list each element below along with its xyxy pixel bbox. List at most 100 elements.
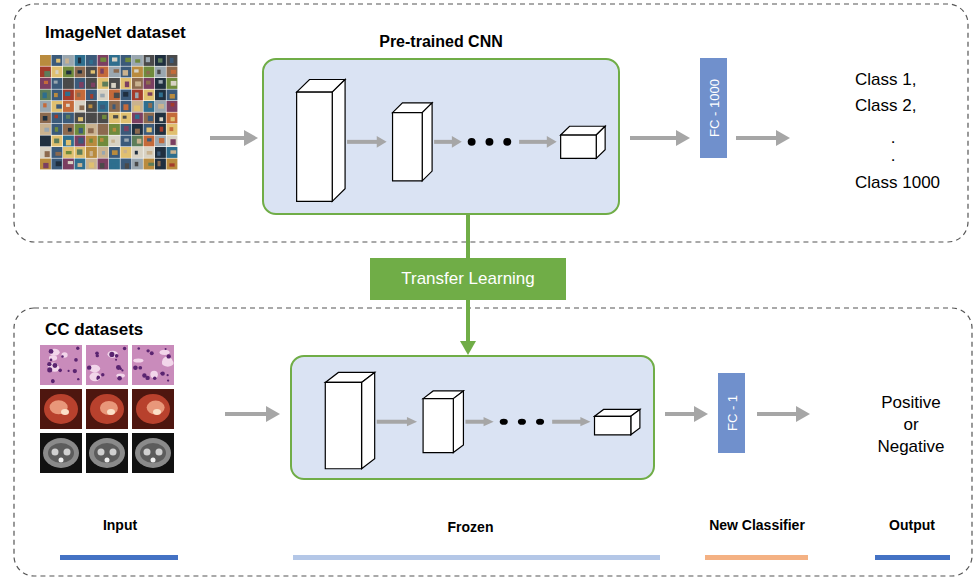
flow-arrow (210, 130, 258, 146)
mosaic-detail (159, 117, 163, 121)
nucleus-dot (50, 359, 53, 362)
mosaic-tile (144, 101, 155, 112)
ct-body (135, 438, 171, 468)
mosaic-detail (68, 161, 73, 164)
mosaic-detail (157, 70, 160, 74)
mosaic-tile (132, 55, 143, 66)
mosaic-tile (75, 124, 86, 135)
mosaic-detail (89, 60, 93, 64)
mosaic-tile (121, 78, 132, 89)
mosaic-detail (90, 94, 93, 99)
mosaic-detail (78, 117, 83, 121)
nucleus-dot (115, 354, 119, 358)
mosaic-tile (132, 159, 143, 170)
mosaic-detail (55, 152, 61, 156)
mosaic-detail (79, 105, 84, 110)
mosaic-tile (98, 55, 109, 66)
endoscopy-detail (153, 409, 161, 415)
mosaic-tile (155, 136, 166, 147)
mosaic-tile (52, 101, 63, 112)
stage-label: Frozen (290, 519, 651, 535)
mosaic-detail (159, 138, 164, 143)
mosaic-tile (167, 55, 178, 66)
mosaic-tile (86, 136, 97, 147)
mosaic-tile (109, 136, 120, 147)
mosaic-detail (125, 58, 131, 62)
arrow-head (676, 130, 690, 146)
mosaic-tile (167, 67, 178, 78)
arrow-head (460, 341, 476, 355)
mosaic-detail (137, 139, 142, 144)
mosaic-detail (113, 128, 116, 132)
nucleus-dot (121, 369, 123, 371)
mosaic-tile (75, 90, 86, 101)
mosaic-detail (44, 81, 48, 84)
endoscopy-detail (100, 401, 118, 415)
mosaic-tile (40, 124, 51, 135)
layer-cube (423, 399, 453, 453)
nucleus-dot (67, 370, 69, 372)
mosaic-tile (63, 113, 74, 124)
mosaic-tile (144, 124, 155, 135)
ct-detail (59, 458, 64, 463)
class-label: Class 2, (855, 96, 916, 116)
mosaic-detail (146, 57, 150, 62)
mosaic-detail (90, 151, 93, 156)
flow-arrow (757, 406, 810, 422)
ellipsis-dot (485, 138, 493, 146)
endoscopy-image (132, 389, 174, 429)
mosaic-tile (40, 159, 51, 170)
mosaic-detail (135, 92, 138, 98)
mosaic-detail (55, 127, 58, 132)
cnn-layers (264, 60, 618, 213)
mosaic-tile (167, 101, 178, 112)
mosaic-tile (109, 78, 120, 89)
mosaic-tile (132, 124, 143, 135)
nucleus-dot (51, 380, 55, 384)
nucleus-dot (49, 349, 54, 354)
mosaic-detail (160, 127, 164, 132)
nucleus-dot (47, 362, 51, 366)
arrow-head (796, 406, 810, 422)
mosaic-detail (54, 139, 59, 144)
output-label: Positive or Negative (874, 392, 948, 458)
mosaic-detail (170, 94, 175, 99)
mosaic-tile (40, 113, 51, 124)
mosaic-detail (66, 104, 70, 107)
mosaic-detail (88, 104, 92, 108)
mosaic-detail (171, 103, 175, 106)
nucleus-dot (167, 354, 171, 358)
mosaic-detail (148, 103, 152, 108)
nucleus-dot (95, 351, 99, 355)
layer-label: FC - 1000 (706, 79, 721, 137)
mosaic-tile (132, 101, 143, 112)
stage-label: Input (103, 517, 137, 533)
endoscopy-image (86, 389, 128, 429)
ct-detail (140, 443, 166, 463)
mosaic-tile (109, 101, 120, 112)
nucleus-dot (52, 363, 57, 368)
mosaic-tile (86, 55, 97, 66)
mosaic-tile (40, 90, 51, 101)
layer-cube (453, 391, 463, 453)
mosaic-detail (66, 151, 72, 154)
mosaic-detail (44, 128, 49, 132)
endoscopy-detail (107, 409, 115, 415)
mosaic-tile (52, 159, 63, 170)
inner-arrow (552, 420, 581, 424)
mosaic-tile (86, 147, 97, 158)
mosaic-tile (109, 147, 120, 158)
ellipsis-dot: . (891, 146, 896, 166)
tissue-detail (62, 352, 68, 357)
nucleus-dot (161, 372, 165, 376)
layer-cube (362, 372, 375, 468)
inner-arrow (377, 420, 408, 424)
mosaic-detail (171, 70, 176, 74)
mosaic-detail (135, 115, 139, 119)
mosaic-detail (171, 81, 177, 86)
mosaic-tile (144, 147, 155, 158)
mosaic-detail (100, 69, 103, 74)
endoscopy-detail (61, 409, 69, 415)
transfer-box: Transfer Learning (370, 258, 566, 300)
mosaic-tile (52, 124, 63, 135)
